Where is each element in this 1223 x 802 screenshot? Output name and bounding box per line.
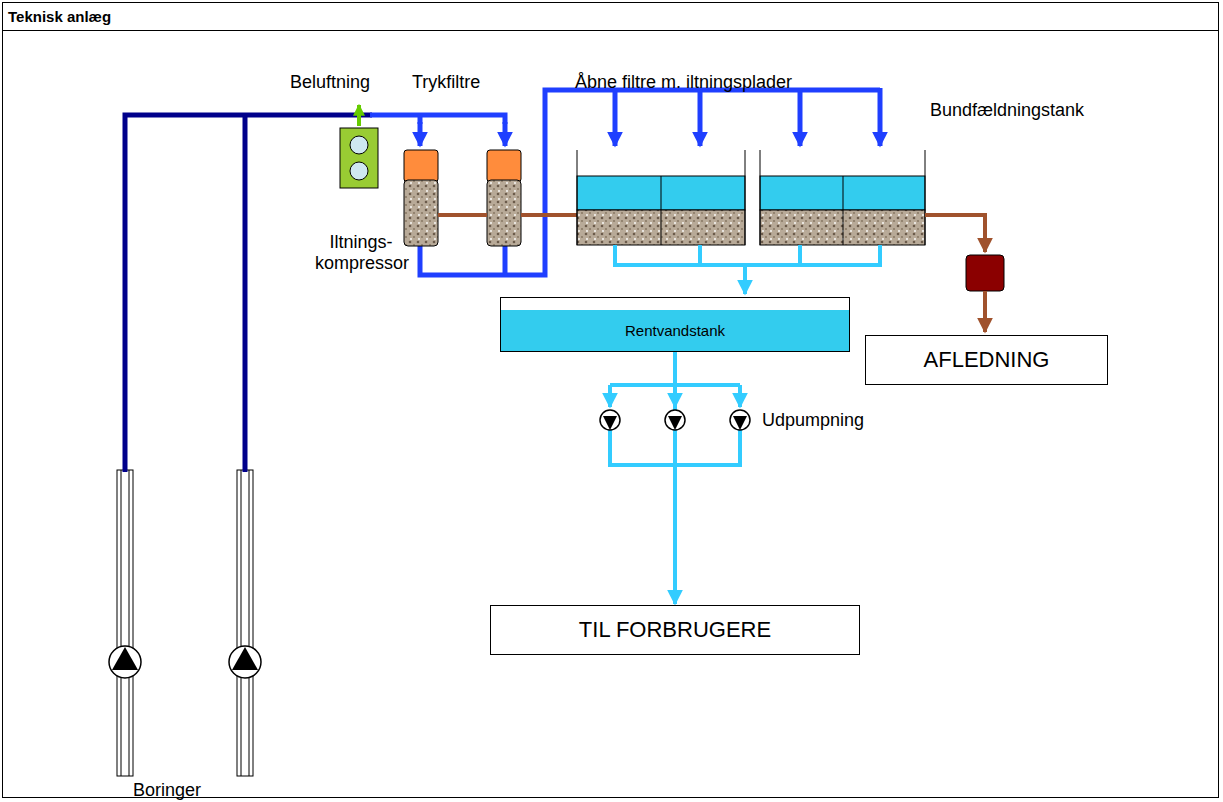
part-label: Boringer	[133, 780, 201, 801]
plant-path	[733, 416, 747, 430]
plant-circle	[600, 410, 620, 430]
plant-path	[370, 115, 505, 124]
consumer-box: TIL FORBRUGERE	[490, 605, 860, 655]
outlet-box: AFLEDNING	[865, 335, 1108, 385]
plant-circle	[350, 162, 368, 180]
part-label: Udpumpning	[762, 410, 864, 431]
plant-g	[109, 646, 261, 678]
plant-g	[121, 470, 249, 776]
plant-rect	[966, 255, 1004, 291]
box-text: AFLEDNING	[924, 347, 1050, 373]
part-label: Trykfiltre	[412, 72, 480, 93]
flow-connector	[673, 352, 677, 604]
plant-path	[983, 291, 987, 332]
box-text: TIL FORBRUGERE	[579, 617, 771, 643]
plant-path	[418, 122, 423, 146]
plant-path	[357, 105, 361, 126]
plant-rect	[487, 180, 521, 246]
plant-line	[121, 470, 122, 776]
plant-g	[600, 410, 750, 430]
plant-g	[610, 245, 880, 465]
plant-rect	[404, 180, 438, 246]
plant-path	[503, 245, 508, 275]
plant-rect	[117, 470, 133, 776]
part-label: Bundfældningstank	[930, 100, 1084, 121]
plant-path	[673, 385, 677, 407]
plant-path	[610, 430, 740, 465]
plant-g	[404, 150, 521, 246]
plant-path	[738, 385, 742, 407]
plant-rect	[340, 128, 378, 188]
plant-path	[798, 90, 803, 146]
plant-path	[925, 215, 985, 252]
plant-path	[668, 416, 682, 430]
plant-path	[577, 150, 925, 245]
part-label: Åbne filtre m. iltningsplader	[575, 72, 792, 93]
plant-rect	[487, 150, 521, 182]
plant-line	[249, 470, 250, 776]
plant-path	[700, 245, 800, 265]
plant-path	[613, 90, 618, 146]
plant-path	[603, 416, 617, 430]
plant-rect	[237, 470, 253, 776]
plant-path	[243, 115, 248, 472]
plant-path	[743, 265, 747, 294]
plant-g	[117, 470, 253, 776]
plant-g	[577, 150, 925, 245]
plant-circle	[350, 136, 368, 154]
plant-line	[129, 470, 130, 776]
header-rule	[2, 30, 1219, 31]
plant-g	[125, 115, 372, 472]
plant-circle	[730, 410, 750, 430]
plant-rect	[404, 150, 438, 182]
part-label: Beluftning	[290, 72, 370, 93]
plant-circle	[665, 410, 685, 430]
plant-path	[232, 647, 258, 670]
tank-box: Rentvandstank	[500, 297, 850, 352]
box-text: Rentvandstank	[625, 322, 725, 339]
frame-title: Teknisk anlæg	[8, 8, 111, 25]
plant-path	[608, 385, 612, 407]
plant-circle	[229, 646, 261, 678]
part-label: Iltnings- kompressor	[315, 232, 407, 273]
plant-path	[878, 88, 883, 146]
plant-path	[615, 245, 880, 265]
plant-path	[610, 352, 740, 385]
plant-path	[112, 647, 138, 670]
plant-path	[698, 90, 703, 146]
plant-circle	[109, 646, 141, 678]
plant-path	[503, 122, 508, 146]
plant-path	[125, 115, 372, 472]
plant-path	[438, 213, 577, 217]
plant-line	[241, 470, 242, 776]
